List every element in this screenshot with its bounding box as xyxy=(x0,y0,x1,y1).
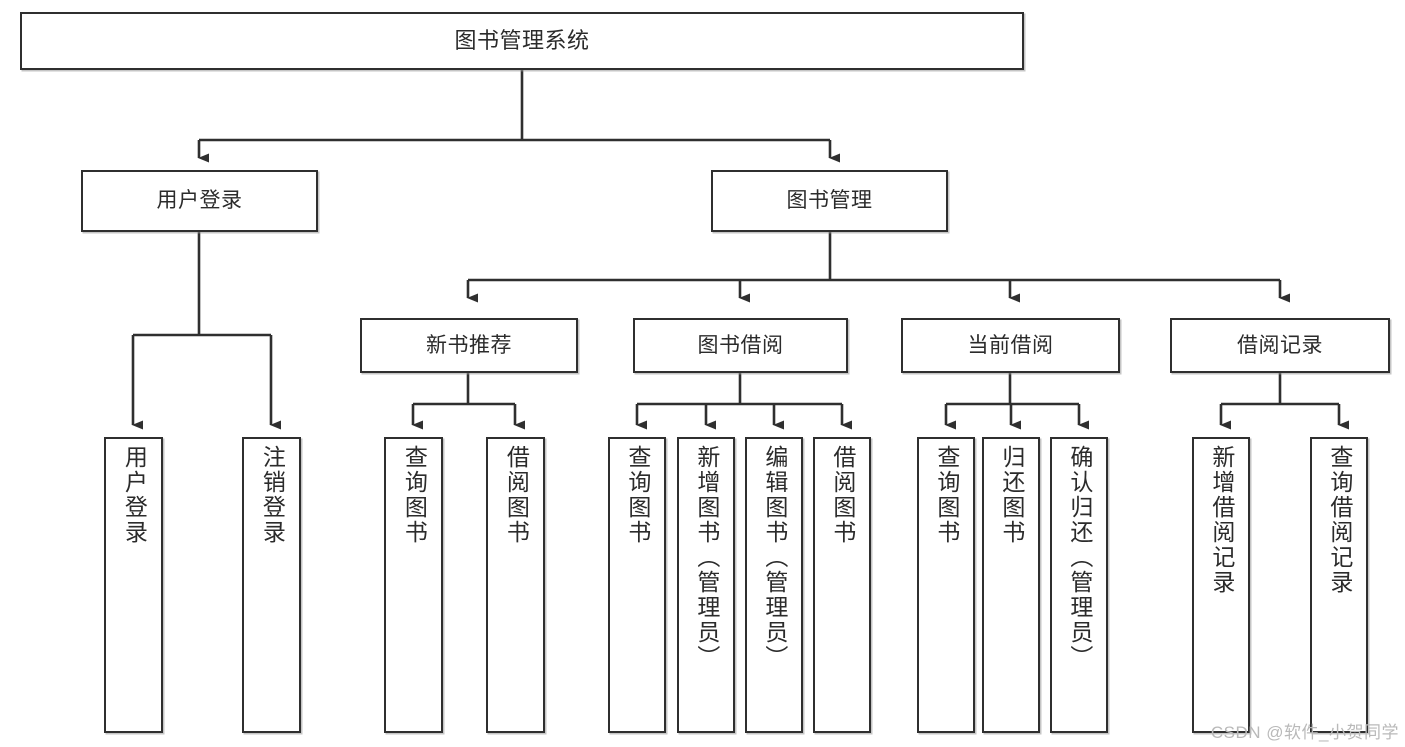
node-book-management-label: 图书管理 xyxy=(786,189,873,213)
node-leaf-borrow-book-b-label: 借阅图书 xyxy=(829,445,856,545)
node-user-login-label: 用户登录 xyxy=(156,189,243,213)
node-leaf-add-record-label: 新增借阅记录 xyxy=(1208,445,1235,595)
node-leaf-query-book-a[interactable]: 查询图书 xyxy=(384,437,443,733)
node-leaf-logout[interactable]: 注销登录 xyxy=(242,437,301,733)
node-borrow-record-label: 借阅记录 xyxy=(1237,333,1323,357)
node-leaf-query-book-c-label: 查询图书 xyxy=(933,445,960,545)
node-leaf-logout-label: 注销登录 xyxy=(259,445,286,545)
node-leaf-query-record[interactable]: 查询借阅记录 xyxy=(1310,437,1368,733)
node-leaf-edit-book[interactable]: 编辑图书（管理员） xyxy=(745,437,803,733)
node-leaf-borrow-book-b[interactable]: 借阅图书 xyxy=(813,437,871,733)
node-leaf-query-record-label: 查询借阅记录 xyxy=(1326,445,1353,595)
node-leaf-query-book-b-label: 查询图书 xyxy=(624,445,651,545)
node-leaf-confirm-return-label: 确认归还（管理员） xyxy=(1066,445,1093,670)
node-new-book-recommend[interactable]: 新书推荐 xyxy=(360,318,578,373)
node-leaf-user-login-label: 用户登录 xyxy=(121,445,148,545)
node-borrow-record[interactable]: 借阅记录 xyxy=(1170,318,1390,373)
node-leaf-add-book-label: 新增图书（管理员） xyxy=(693,445,720,670)
node-root-label: 图书管理系统 xyxy=(454,27,590,53)
node-leaf-borrow-book-a-label: 借阅图书 xyxy=(503,445,530,545)
node-leaf-query-book-c[interactable]: 查询图书 xyxy=(917,437,975,733)
node-leaf-add-book[interactable]: 新增图书（管理员） xyxy=(677,437,735,733)
node-leaf-add-record[interactable]: 新增借阅记录 xyxy=(1192,437,1250,733)
node-leaf-query-book-a-label: 查询图书 xyxy=(401,445,428,545)
node-current-borrow[interactable]: 当前借阅 xyxy=(901,318,1120,373)
node-current-borrow-label: 当前借阅 xyxy=(967,333,1054,357)
node-leaf-edit-book-label: 编辑图书（管理员） xyxy=(761,445,788,670)
node-leaf-user-login[interactable]: 用户登录 xyxy=(104,437,163,733)
node-book-borrow-label: 图书借阅 xyxy=(697,333,784,357)
node-leaf-borrow-book-a[interactable]: 借阅图书 xyxy=(486,437,545,733)
node-new-book-recommend-label: 新书推荐 xyxy=(426,333,512,357)
csdn-watermark: CSDN @软件_小贺同学 xyxy=(1210,723,1399,742)
node-leaf-return-book[interactable]: 归还图书 xyxy=(982,437,1040,733)
node-book-management[interactable]: 图书管理 xyxy=(711,170,948,232)
node-book-borrow[interactable]: 图书借阅 xyxy=(633,318,848,373)
node-user-login[interactable]: 用户登录 xyxy=(81,170,318,232)
node-leaf-confirm-return[interactable]: 确认归还（管理员） xyxy=(1050,437,1108,733)
node-leaf-query-book-b[interactable]: 查询图书 xyxy=(608,437,666,733)
node-root[interactable]: 图书管理系统 xyxy=(20,12,1024,70)
node-leaf-return-book-label: 归还图书 xyxy=(998,445,1025,545)
